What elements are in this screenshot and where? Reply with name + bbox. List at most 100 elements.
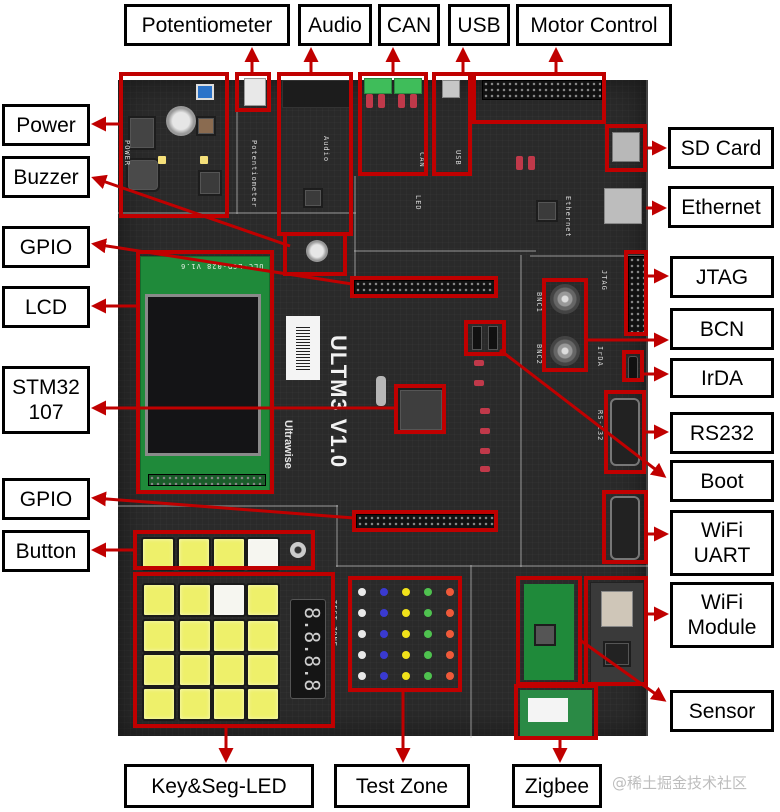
silk-bnc2: BNC2 [535,344,543,365]
callout-motor-control: Motor Control [516,4,672,46]
bnc-connector-1 [550,284,580,314]
silk-line [118,505,338,507]
silk-audio: Audio [322,136,330,163]
keypad-key [178,619,212,653]
keypad-key [246,687,280,721]
keypad-key [212,653,246,687]
test-zone-led [380,588,388,596]
jumper [378,94,385,108]
test-zone-led [380,672,388,680]
test-zone-led [402,651,410,659]
potentiometer-knob [244,78,266,106]
silk-usb: USB [454,150,462,166]
jumper [516,156,523,170]
silk-line [336,565,648,567]
irda-transceiver [628,356,638,380]
silk-rs232: RS-232 [596,410,604,442]
silk-line [336,505,338,567]
test-zone-led [446,651,454,659]
user-button-4 [246,537,280,571]
callout-rs232: RS232 [670,412,774,454]
user-button-3 [212,537,246,571]
silk-line [354,250,536,252]
user-button-2 [177,537,211,571]
test-zone-led [380,630,388,638]
test-zone-led [380,609,388,617]
callout-bcn: BCN [670,308,774,350]
jumper [480,408,490,414]
silk-irda: IrDA [596,346,604,367]
boot-jumper-1 [488,326,498,350]
silk-test-zone: TEST ZONE [330,600,338,647]
lcd-pin-header [148,474,266,486]
test-zone-led [358,630,366,638]
user-button-1 [141,537,175,571]
callout-audio: Audio [298,4,372,46]
callout-lcd: LCD [2,286,90,328]
callout-irda: IrDA [670,358,774,398]
keypad-key [142,653,176,687]
keypad-key [142,619,176,653]
bnc-connector-2 [550,336,580,366]
jumper [398,94,405,108]
test-zone-led [358,651,366,659]
test-zone-led [446,672,454,680]
silk-line [236,80,238,214]
callout-boot: Boot [670,460,774,502]
inductor-small [198,118,214,134]
power-led [158,156,166,164]
jumper [474,360,484,366]
keypad-key [212,583,246,617]
board-edge [646,80,648,736]
wifi-shield-can [601,591,633,627]
callout-power: Power [2,104,90,146]
brand-mark: Ultrawise [282,420,294,469]
jumper [366,94,373,108]
gpio-header-top [354,280,498,296]
electrolytic-capacitor [166,106,196,136]
test-zone-led [424,609,432,617]
reset-button [290,542,306,558]
wifi-uart-db9-connector [610,496,640,560]
silk-line [354,176,356,278]
callout-key-seg-led: Key&Seg-LED [124,764,314,808]
can-terminal [364,78,392,94]
motor-control-header [482,80,602,100]
silk-bnc1: BNC1 [535,292,543,313]
keypad-key [212,687,246,721]
test-zone-led [402,609,410,617]
callout-button: Button [2,530,90,572]
jtag-header [628,256,646,334]
callout-sd-card: SD Card [668,127,774,169]
silk-ethernet: Ethernet [564,196,572,238]
lcd-pcb-code: ULC-LCD-028 V1.6 [180,262,264,270]
callout-potentiometer: Potentiometer [124,4,290,46]
keypad-key [246,583,280,617]
keypad-key [142,687,176,721]
silk-line [520,255,522,567]
sd-card-slot [612,132,640,162]
regulator-chip-2 [200,172,220,194]
can-terminal [394,78,422,94]
rs232-db9-connector [610,398,640,466]
keypad-key [246,619,280,653]
barcode [296,326,310,370]
keypad-key [178,583,212,617]
lcd-screen [145,294,261,456]
silk-power: POWER [123,140,131,167]
crystal-oscillator [376,376,386,406]
test-zone-led [358,672,366,680]
callout-gpio-top: GPIO [2,226,90,268]
test-zone-led [446,609,454,617]
callout-jtag: JTAG [670,256,774,298]
test-zone-led [380,651,388,659]
callout-buzzer: Buzzer [2,156,90,198]
keypad-key [246,653,280,687]
callout-usb: USB [448,4,510,46]
inductor [128,160,158,190]
rj45-jack [604,188,642,224]
callout-can: CAN [378,4,440,46]
test-zone-led [358,609,366,617]
jumper [480,428,490,434]
